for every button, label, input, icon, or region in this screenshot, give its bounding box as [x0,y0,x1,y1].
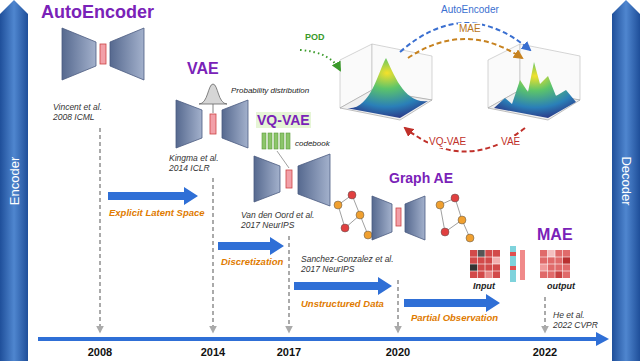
arc-label: MAE [458,23,482,35]
band-label: Encoder [7,156,22,204]
arc-label: AutoEncoder [440,4,500,16]
annotation: Probability distribution [230,86,310,95]
model-title: Graph AE [388,170,454,186]
annotation: output [546,281,576,291]
decoder-band: Decoder [612,0,640,361]
transition-label: Partial Observation [410,313,499,324]
model-title: MAE [536,226,574,244]
year-label: 2014 [200,346,226,359]
transition-label: Discretization [220,257,284,268]
year-label: 2020 [385,346,411,359]
year-label: 2022 [532,346,558,359]
citation: Sanchez-Gonzalez et al. 2017 NeurIPS [300,255,412,275]
citation: Van den Oord et al. 2017 NeurIPS [240,211,326,231]
citation: He et al. 2022 CVPR [552,311,606,331]
model-title: AutoEncoder [40,2,155,23]
arc-label: VAE [500,136,521,148]
annotation: codebook [294,139,331,148]
model-title: VAE [186,60,220,78]
encoder-band: Encoder [0,0,28,361]
arc-label: POD [304,32,326,42]
annotation: Input [472,281,496,291]
band-label: Decoder [619,156,634,205]
model-title: VQ-VAE [256,112,311,128]
transition-label: Unstructured Data [300,299,385,310]
transition-label: Explicit Latent Space [108,208,206,219]
citation: Kingma et al. 2014 ICLR [168,154,226,174]
year-label: 2008 [87,346,113,359]
year-label: 2017 [276,346,302,359]
arc-label: VQ-VAE [428,136,467,148]
citation: Vincent et al. 2008 ICML [52,103,114,123]
